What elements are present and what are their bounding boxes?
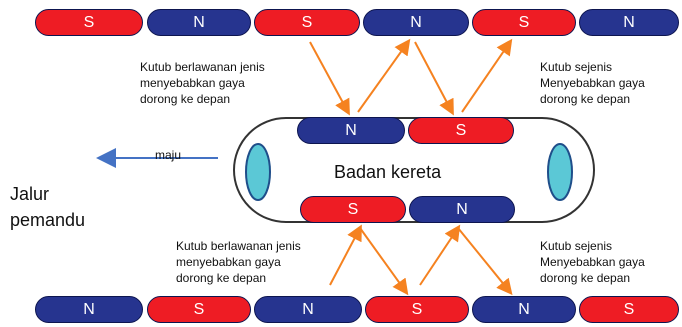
- note-bottom-right: Kutub sejenis Menyebabkan gaya dorong ke…: [540, 239, 645, 285]
- train-bottom-magnet-2: N: [409, 196, 515, 223]
- train-window-left: [245, 143, 271, 201]
- track-bottom-magnet-1: N: [35, 296, 143, 323]
- track-top-magnet-1: S: [35, 9, 143, 36]
- train-top-magnet-1: N: [297, 117, 405, 144]
- track-bottom-magnet-4: S: [365, 296, 469, 323]
- track-top-magnet-4: N: [363, 9, 469, 36]
- track-top-magnet-5: S: [472, 9, 576, 36]
- train-top-magnet-2: S: [408, 117, 514, 144]
- note-bottom-left: Kutub berlawanan jenis menyebabkan gaya …: [176, 239, 301, 285]
- bottom-force-arrows: [329, 224, 513, 296]
- track-bottom-magnet-5: N: [472, 296, 576, 323]
- track-top-magnet-3: S: [254, 9, 360, 36]
- guide-track-label: Jalur pemandu: [10, 184, 86, 230]
- note-top-right: Kutub sejenis Menyebabkan gaya dorong ke…: [540, 60, 645, 106]
- track-top-magnet-6: N: [579, 9, 679, 36]
- note-top-left: Kutub berlawanan jenis menyebabkan gaya …: [140, 60, 265, 106]
- train-window-right: [547, 143, 573, 201]
- direction-label: maju: [155, 148, 182, 162]
- track-bottom-magnet-3: N: [254, 296, 362, 323]
- train-bottom-magnet-1: S: [300, 196, 406, 223]
- track-bottom-magnet-6: S: [579, 296, 679, 323]
- track-top-magnet-2: N: [147, 9, 251, 36]
- top-force-arrows: [309, 38, 513, 116]
- train-body-label: Badan kereta: [334, 162, 442, 182]
- track-bottom-magnet-2: S: [147, 296, 251, 323]
